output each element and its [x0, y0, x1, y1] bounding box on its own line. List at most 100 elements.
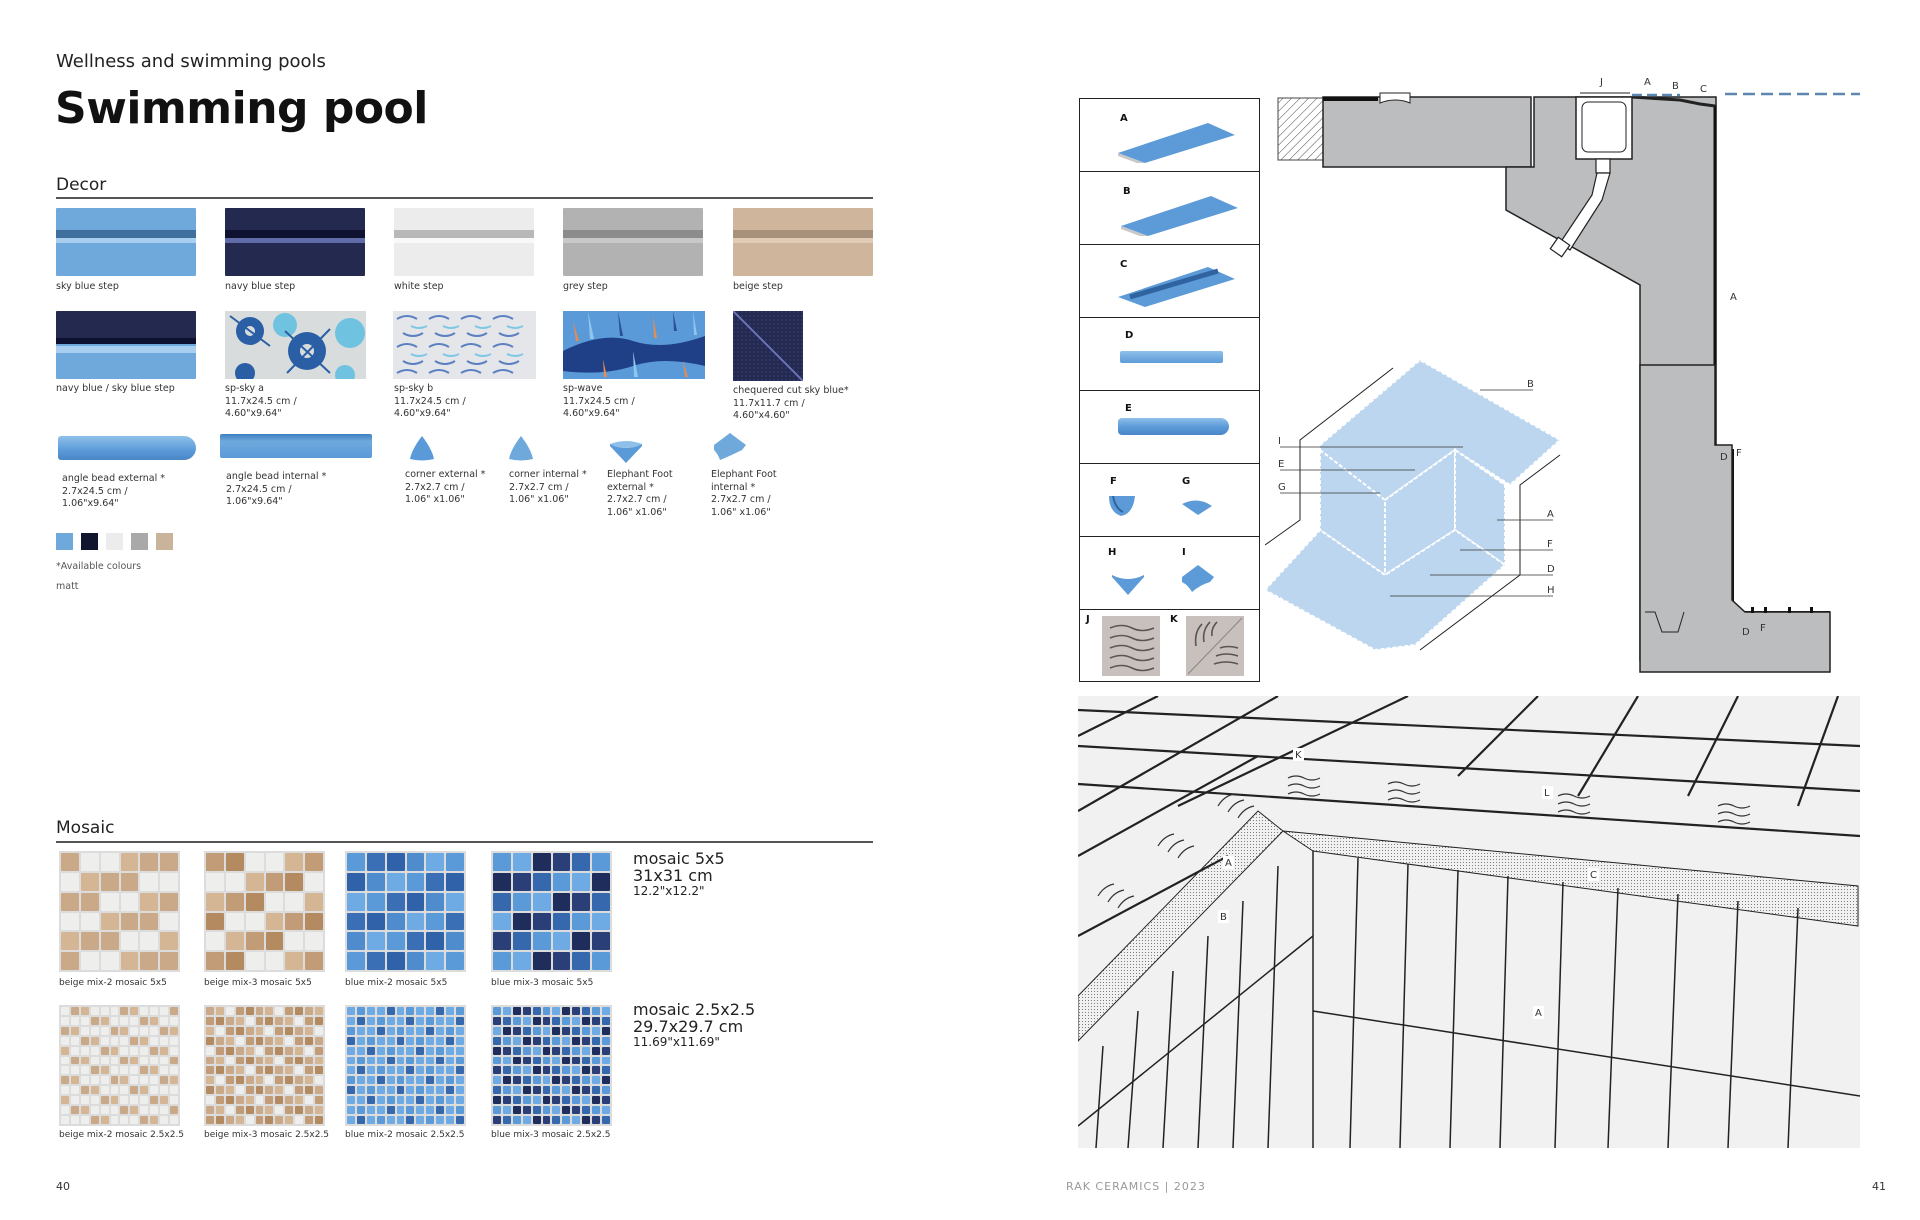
legend-letter-a: A	[1120, 113, 1128, 124]
iso-label-d: D	[1547, 564, 1555, 575]
cross-section-label-b: B	[1672, 81, 1679, 92]
cross-section-label-f-mid: F	[1736, 448, 1742, 459]
tile-label-name: corner external *	[405, 469, 486, 480]
colour-swatch	[106, 533, 123, 550]
tile-label-name: sp-sky b	[394, 383, 434, 394]
tile-legend-box: A B C D E F G H I J K	[1079, 98, 1260, 682]
tile-label-size-in: 4.60"x9.64"	[225, 408, 282, 419]
mosaic-5x5-info: mosaic 5x5 31x31 cm 12.2"x12.2"	[633, 850, 725, 898]
mosaic-divider	[56, 841, 873, 843]
tile-label: Elephant Foot internal *2.7x2.7 cm /1.06…	[711, 469, 777, 519]
tile-label-name: chequered cut sky blue*	[733, 385, 849, 396]
pool-corner-perspective-drawing: K L A B C A	[1078, 696, 1860, 1148]
tile-label-name: Elephant Foot internal *	[711, 469, 777, 493]
cross-section-label-d-bottom: D	[1742, 627, 1750, 638]
iso-label-b: B	[1527, 379, 1534, 390]
tile-label: Elephant Foot external *2.7x2.7 cm /1.06…	[607, 469, 673, 519]
mosaic-swatch	[345, 1005, 466, 1126]
tile-label-name: navy blue / sky blue step	[56, 383, 175, 394]
decor-section-label: Decor	[56, 175, 107, 195]
tile-label-size-cm: 11.7x11.7 cm /	[733, 397, 805, 409]
tile-white-step	[394, 208, 534, 276]
tile-label-size-in: 4.60"x9.64"	[563, 408, 620, 419]
tile-sky-blue-step	[56, 208, 196, 276]
tile-chequered-cut	[733, 311, 803, 381]
tile-label: corner external *2.7x2.7 cm /1.06" x1.06…	[405, 469, 485, 507]
iso-label-h: H	[1547, 585, 1555, 596]
tile-elephant-foot-external	[610, 441, 642, 463]
legend-row-hi: H I	[1080, 537, 1259, 610]
tile-label: navy blue / sky blue step	[56, 383, 175, 396]
cross-section-label-c: C	[1700, 84, 1707, 95]
tile-label-size-cm: 11.7x24.5 cm /	[225, 395, 297, 407]
cross-section-label-d-mid: D	[1720, 452, 1728, 463]
mosaic-5x5-size-in: 12.2"x12.2"	[633, 884, 705, 898]
tile-label-size-cm: 2.7x24.5 cm /	[62, 485, 128, 497]
tile-label-size-cm: 11.7x24.5 cm /	[563, 395, 635, 407]
perspective-label-c: C	[1590, 870, 1597, 881]
mosaic-swatch	[59, 1005, 180, 1126]
tile-label-name: sp-sky a	[225, 383, 264, 394]
tile-navy-sky-step	[56, 311, 196, 379]
tile-label: angle bead external *2.7x24.5 cm /1.06"x…	[62, 473, 165, 511]
tile-label-size-cm: 2.7x24.5 cm /	[226, 483, 292, 495]
tile-label-size-cm: 2.7x2.7 cm /	[509, 481, 569, 493]
legend-letter-i: I	[1182, 547, 1186, 558]
tile-label: navy blue step	[225, 281, 296, 292]
footer-brand: RAK CERAMICS | 2023	[1066, 1180, 1206, 1193]
tile-label: grey step	[563, 281, 608, 292]
decor-divider	[56, 197, 873, 199]
mosaic-label: blue mix-2 mosaic 2.5x2.5	[345, 1130, 465, 1140]
legend-letter-g: G	[1182, 476, 1191, 487]
cross-section-label-a: A	[1644, 77, 1651, 88]
mosaic-label: beige mix-3 mosaic 5x5	[204, 978, 312, 988]
tile-label: sky blue step	[56, 281, 119, 292]
mosaic-swatch	[59, 851, 180, 972]
perspective-label-a-deck: A	[1225, 858, 1232, 869]
mosaic-label: beige mix-2 mosaic 2.5x2.5	[59, 1130, 185, 1140]
tile-label-name: angle bead internal *	[226, 471, 327, 482]
pool-edge-cross-section: J A B C A D F D F	[1277, 77, 1860, 673]
legend-letter-b: B	[1123, 186, 1131, 197]
colour-swatch	[156, 533, 173, 550]
tile-sp-sky-a	[225, 311, 366, 379]
mosaic-swatch	[345, 851, 466, 972]
colour-swatch	[131, 533, 148, 550]
tile-label-size-cm: 2.7x2.7 cm /	[405, 481, 465, 493]
tile-label-name: corner internal *	[509, 469, 587, 480]
legend-row-e: E	[1080, 391, 1259, 464]
iso-label-g: G	[1278, 482, 1286, 493]
mosaic-5x5-title: mosaic 5x5	[633, 849, 725, 868]
tile-corner-external	[410, 436, 434, 461]
mosaic-label: blue mix-2 mosaic 5x5	[345, 978, 448, 988]
mosaic-section-label: Mosaic	[56, 818, 115, 838]
mosaic-2-5-size-cm: 29.7x29.7 cm	[633, 1017, 744, 1036]
iso-label-i: I	[1278, 436, 1281, 447]
colour-swatch	[56, 533, 73, 550]
available-colours-label: *Available colours	[56, 561, 142, 572]
iso-label-f: F	[1547, 539, 1553, 550]
tile-sp-sky-b	[393, 311, 536, 379]
legend-letter-f: F	[1110, 476, 1117, 487]
isometric-corner-diagram: I E G B A F D H	[1265, 360, 1562, 652]
finish-label: matt	[56, 581, 79, 592]
perspective-label-b: B	[1220, 912, 1227, 923]
tile-elephant-foot-internal	[714, 433, 746, 460]
tile-label-size-in: 4.60"x4.60"	[733, 410, 790, 421]
tile-label-size-in: 1.06"x9.64"	[62, 498, 119, 509]
tile-label-name: angle bead external *	[62, 473, 165, 484]
tile-label: chequered cut sky blue*11.7x11.7 cm /4.6…	[733, 385, 849, 423]
mosaic-swatch	[491, 851, 612, 972]
legend-letter-k: K	[1170, 614, 1178, 625]
iso-label-e: E	[1278, 459, 1284, 470]
tile-label-size-cm: 11.7x24.5 cm /	[394, 395, 466, 407]
mosaic-label: beige mix-2 mosaic 5x5	[59, 978, 167, 988]
mosaic-2-5-info: mosaic 2.5x2.5 29.7x29.7 cm 11.69"x11.69…	[633, 1001, 755, 1049]
legend-row-jk: J K	[1080, 610, 1259, 683]
legend-row-b: B	[1080, 172, 1259, 245]
tile-beige-step	[733, 208, 873, 276]
tile-label-name: sp-wave	[563, 383, 603, 394]
tile-label-name: Elephant Foot external *	[607, 469, 673, 493]
tile-grey-step	[563, 208, 703, 276]
